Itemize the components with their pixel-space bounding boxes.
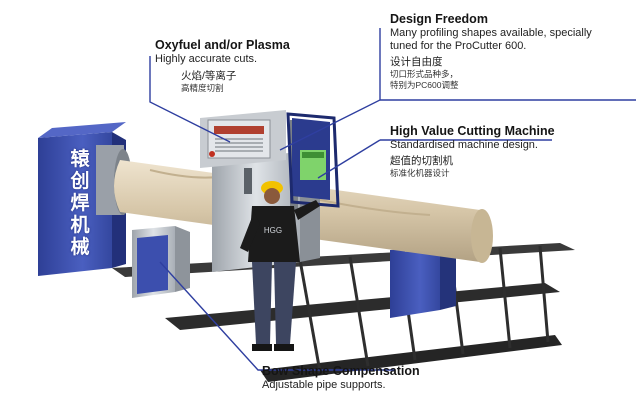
callout-body: Adjustable pipe supports.	[262, 379, 386, 391]
callout-oxyfuel-plasma: Oxyfuel and/or Plasma Highly accurate cu…	[155, 38, 290, 94]
callout-cn-title: 超值的切割机	[390, 155, 453, 167]
vertical-char: 机	[70, 214, 90, 236]
vertical-company-label: 辕 创 焊 机 械	[66, 148, 94, 258]
callout-title: High Value Cutting Machine	[390, 124, 555, 138]
left-pipe-support	[132, 226, 190, 298]
callout-cn-sub: 高精度切割	[181, 83, 224, 93]
vertical-char: 焊	[70, 192, 90, 214]
callout-body: Many profiling shapes available, special…	[390, 27, 592, 39]
callout-cn-sub: 切口形式品种多，	[390, 69, 459, 79]
callout-body: Standardised machine design.	[390, 139, 538, 151]
callout-design-freedom: Design Freedom Many profiling shapes ava…	[390, 12, 592, 91]
worker-figure: HGG	[240, 181, 320, 351]
callout-title: Design Freedom	[390, 12, 488, 26]
callout-high-value: High Value Cutting Machine Standardised …	[390, 124, 555, 179]
callout-bow-shape: Bow Shape Compensation Adjustable pipe s…	[262, 364, 420, 392]
leader-lines	[149, 28, 636, 371]
vertical-char: 辕	[70, 148, 90, 170]
vertical-char: 械	[70, 236, 90, 258]
callout-title: Oxyfuel and/or Plasma	[155, 38, 290, 52]
callout-cn-sub: 标准化机器设计	[390, 168, 450, 178]
callout-cn-title: 火焰/等离子	[181, 70, 237, 82]
callout-body: tuned for the ProCutter 600.	[390, 40, 527, 52]
callout-cn-title: 设计自由度	[390, 56, 443, 68]
vertical-char: 创	[70, 170, 90, 192]
svg-text:HGG: HGG	[264, 226, 282, 235]
callout-title: Bow Shape Compensation	[262, 364, 420, 378]
callout-cn-sub: 特别为PC600调整	[390, 80, 459, 90]
callout-body: Highly accurate cuts.	[155, 53, 258, 65]
